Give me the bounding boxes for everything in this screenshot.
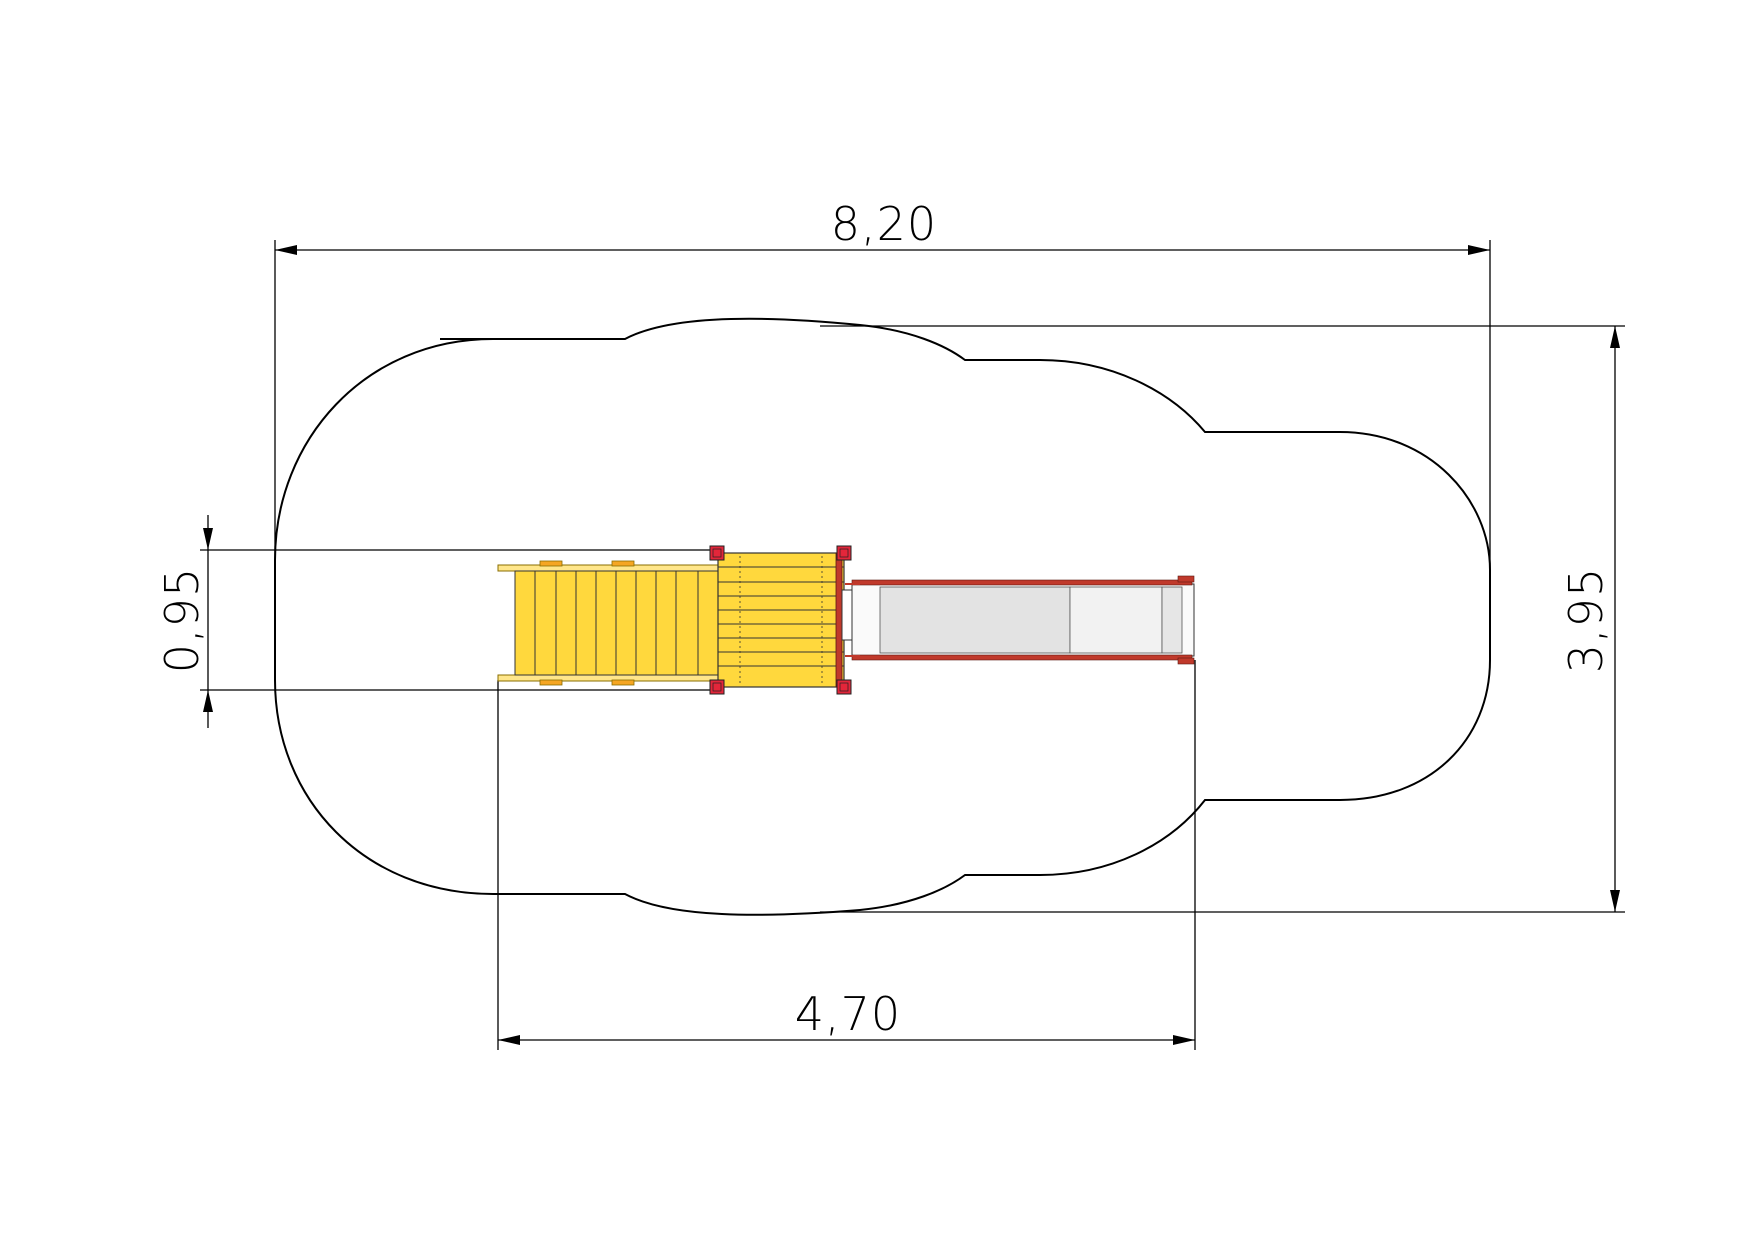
- overall-height-label: 3,95: [1559, 567, 1613, 673]
- post-bottom-left: [709, 679, 725, 695]
- post-top-right: [836, 545, 852, 561]
- slide: [841, 575, 1195, 665]
- dimension-overall-height: 3,95: [820, 325, 1625, 913]
- platform: [709, 545, 852, 695]
- dimension-equipment-length: 4,70: [497, 660, 1196, 1050]
- platform-width-label: 0,95: [155, 567, 209, 673]
- equipment-length-label: 4,70: [795, 987, 901, 1041]
- post-top-left: [709, 545, 725, 561]
- stairs: [497, 560, 724, 686]
- dimension-overall-width: 8,20: [274, 197, 1491, 575]
- overall-width-label: 8,20: [831, 197, 937, 251]
- post-bottom-right: [836, 679, 852, 695]
- dimension-platform-width: 0,95: [155, 515, 710, 728]
- safety-zone-outline: [274, 317, 1491, 916]
